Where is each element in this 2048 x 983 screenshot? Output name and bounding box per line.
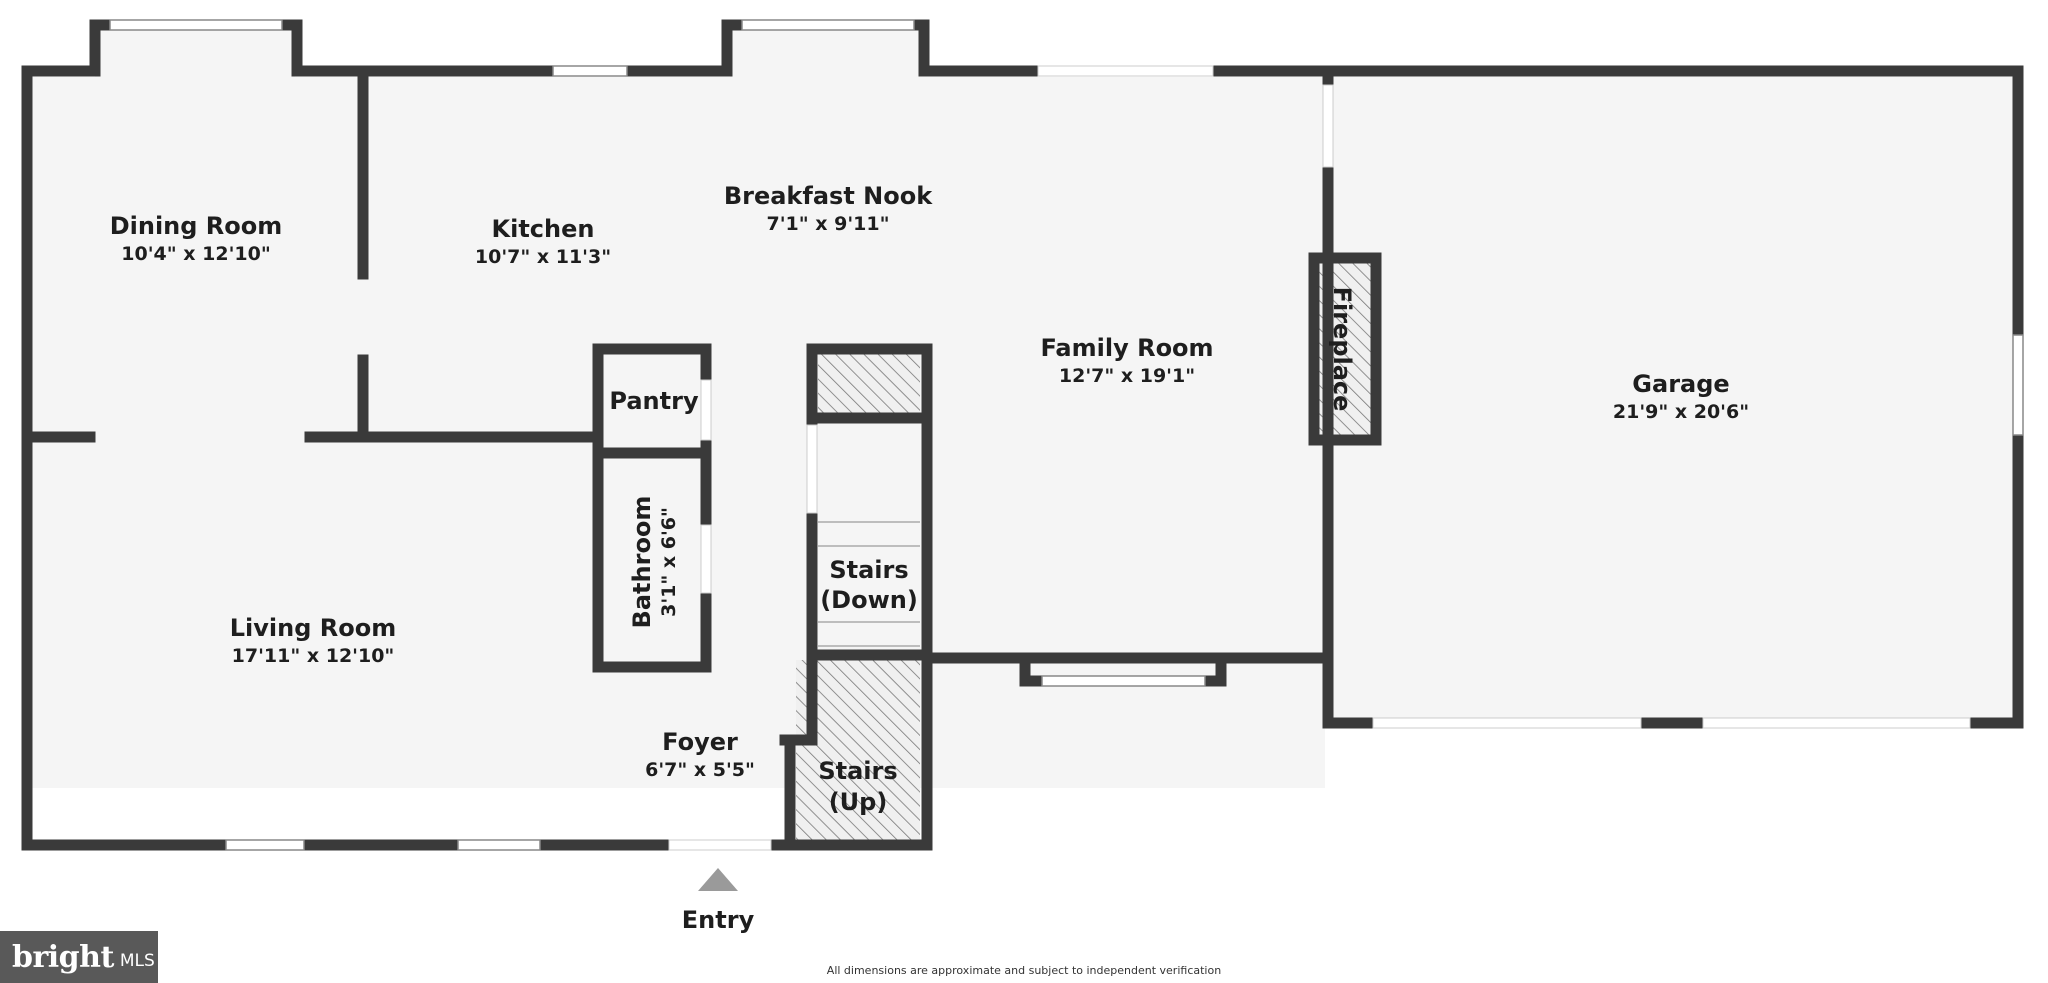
fireplace-name: Fireplace	[1328, 287, 1356, 412]
foyer-name: Foyer	[662, 728, 738, 756]
living-room-name: Living Room	[230, 614, 396, 642]
logo-word: bright	[12, 939, 114, 975]
stairs-up-line2: (Up)	[829, 788, 888, 816]
family-room-name: Family Room	[1040, 334, 1213, 362]
stairs-down-line1: Stairs	[829, 556, 908, 584]
family-room-dims: 12'7" x 19'1"	[1059, 365, 1195, 387]
kitchen-name: Kitchen	[492, 215, 595, 243]
logo-suffix: MLS	[119, 951, 155, 971]
breakfast-nook-name: Breakfast Nook	[724, 182, 933, 210]
dining-room-dims: 10'4" x 12'10"	[121, 243, 270, 265]
garage-name: Garage	[1632, 370, 1729, 398]
garage-dims: 21'9" x 20'6"	[1613, 401, 1749, 423]
stair-treads	[818, 521, 920, 647]
stairs-up-line1: Stairs	[818, 757, 897, 785]
bathroom-dims: 3'1" x 6'6"	[658, 507, 680, 617]
pantry-name: Pantry	[609, 387, 699, 415]
dining-room-name: Dining Room	[110, 212, 283, 240]
entry-label: Entry	[682, 906, 755, 934]
kitchen-dims: 10'7" x 11'3"	[475, 246, 611, 268]
floor-fill	[27, 30, 2014, 788]
foyer-dims: 6'7" x 5'5"	[645, 759, 755, 781]
stairs-down-line2: (Down)	[820, 586, 918, 614]
breakfast-nook-dims: 7'1" x 9'11"	[766, 213, 889, 235]
storage-hatch	[818, 352, 920, 414]
bright-mls-logo: bright MLS	[0, 931, 158, 983]
entry-arrow-icon	[698, 868, 738, 891]
living-room-dims: 17'11" x 12'10"	[232, 645, 395, 667]
disclaimer-footnote: All dimensions are approximate and subje…	[826, 964, 1222, 977]
bathroom-label: Bathroom 3'1" x 6'6"	[628, 496, 680, 629]
windows	[109, 19, 2024, 851]
bathroom-name: Bathroom	[628, 496, 656, 629]
fireplace-label: Fireplace	[1328, 287, 1356, 412]
